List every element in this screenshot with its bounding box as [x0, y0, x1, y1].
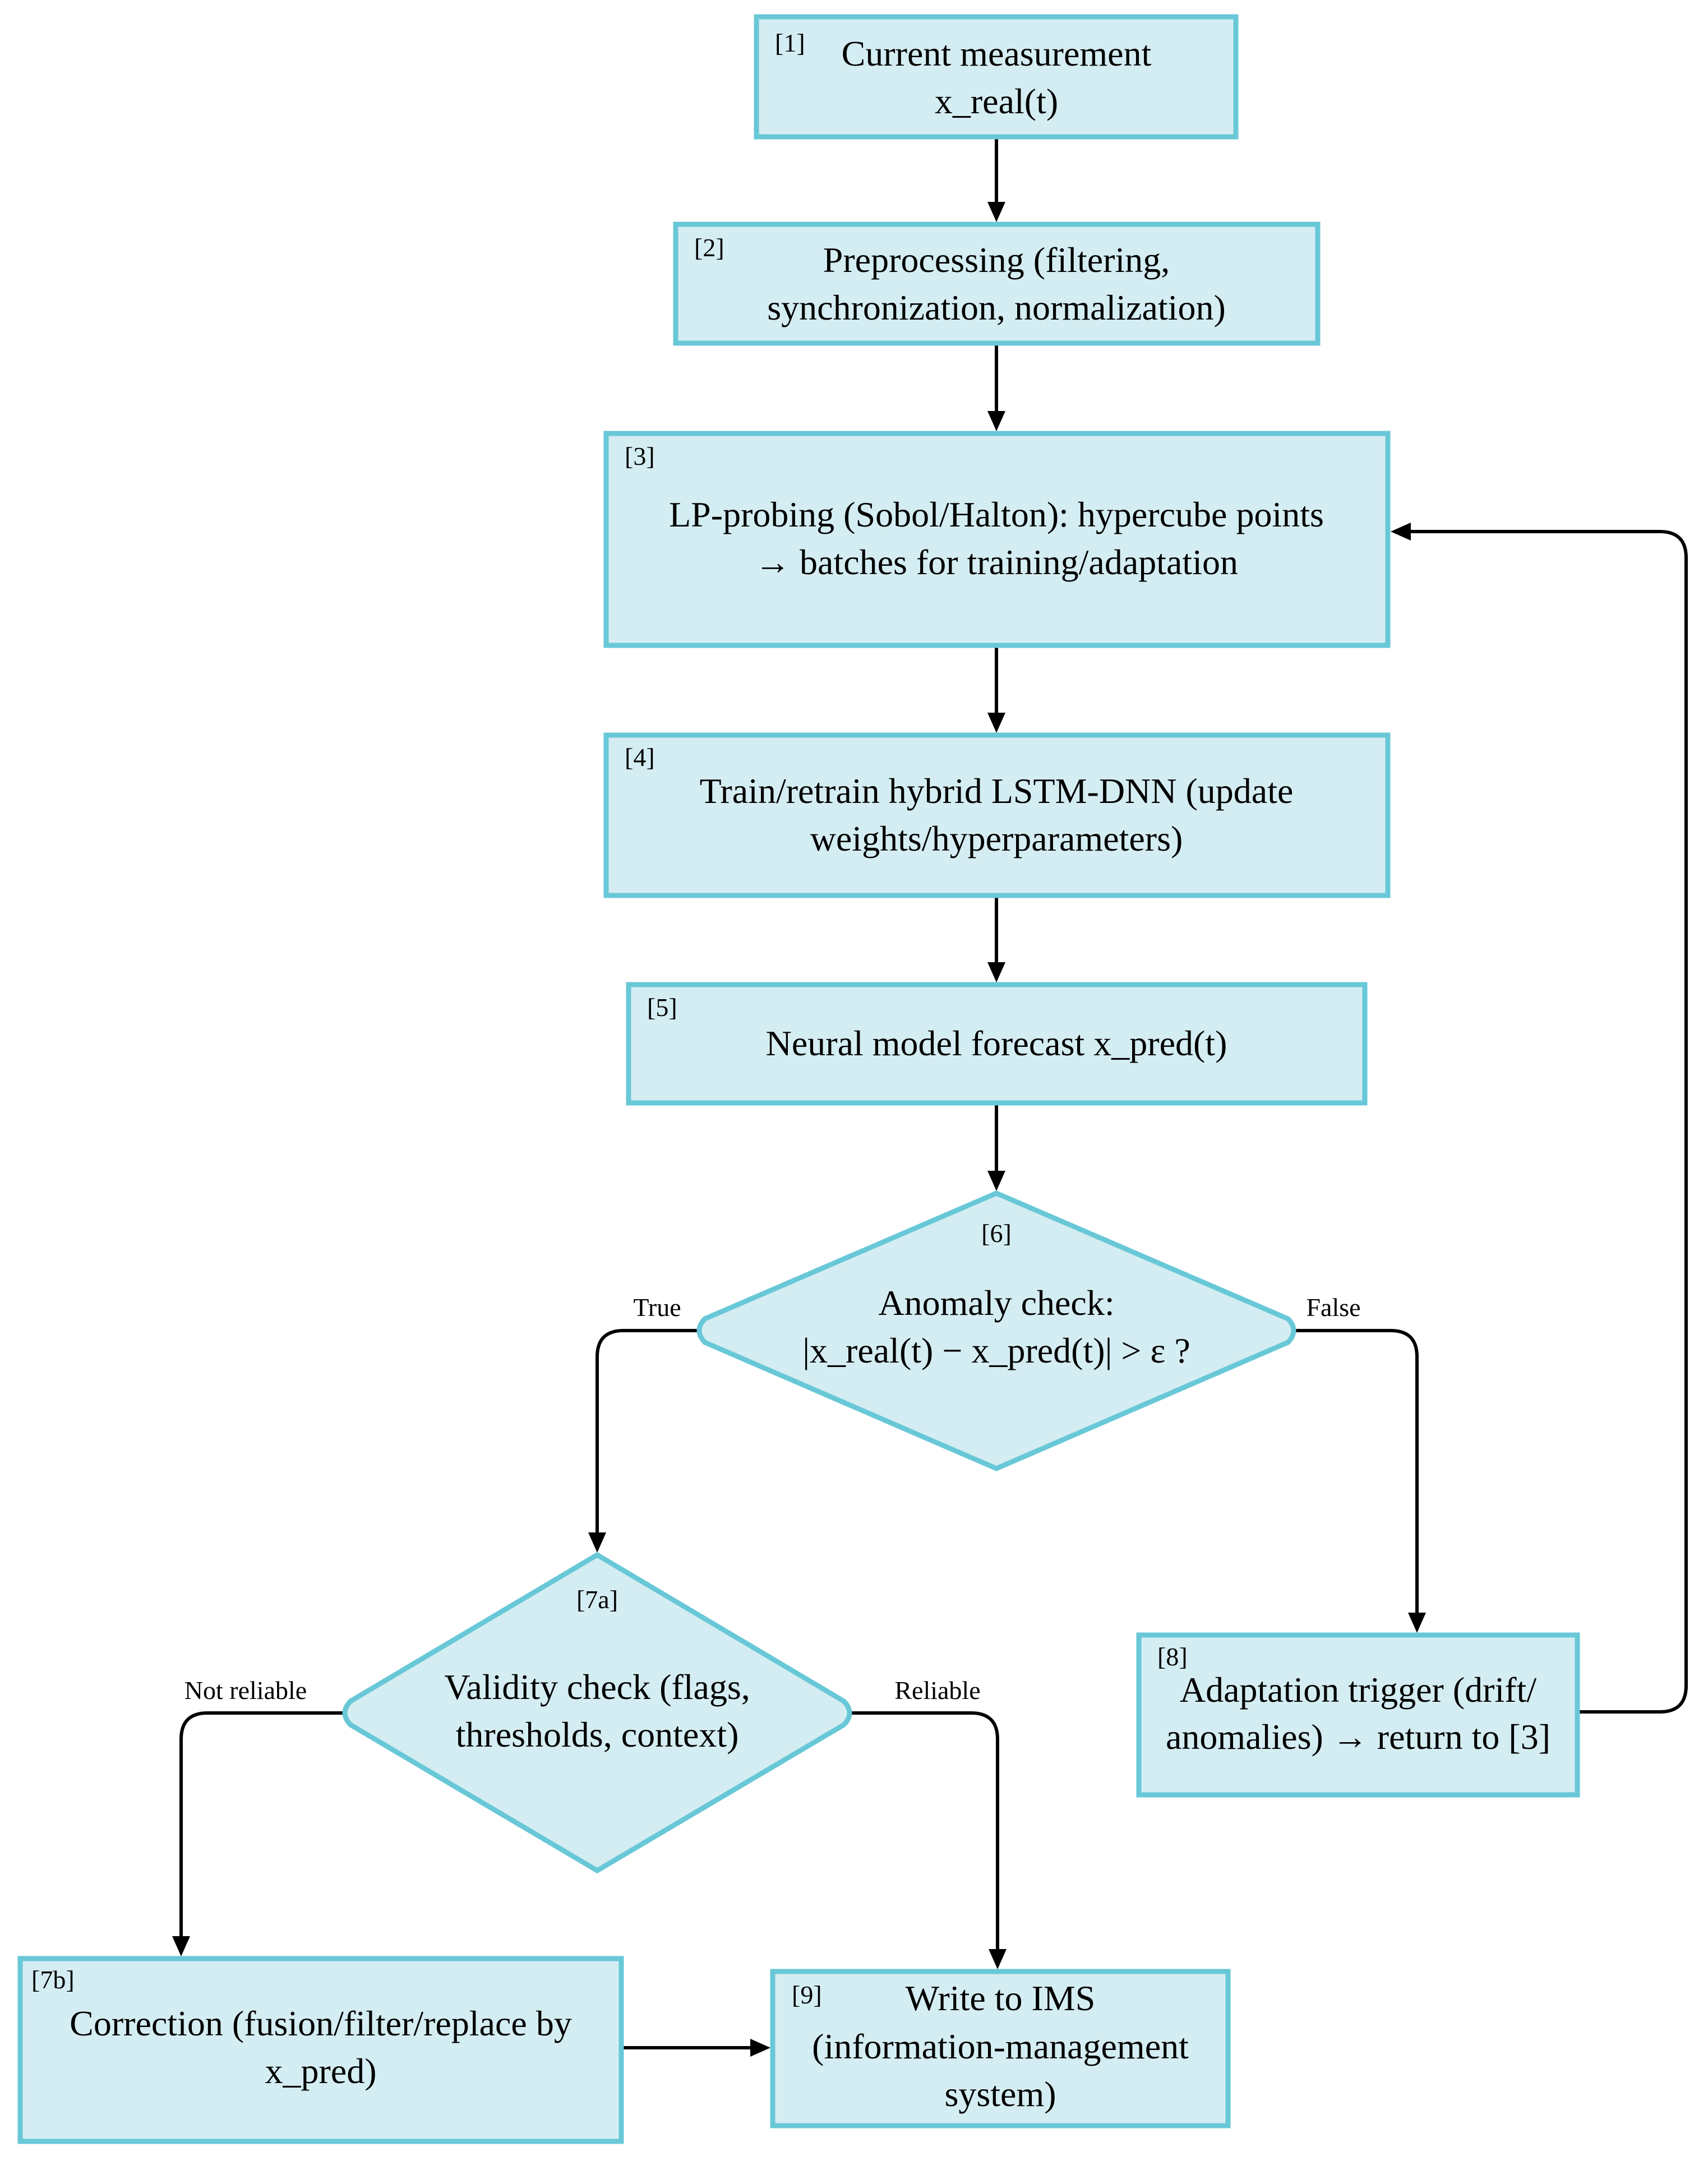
node-4-number: [4] — [625, 743, 655, 772]
node-6-anomaly-check: [6] Anomaly check: |x_real(t) − x_pred(t… — [696, 1190, 1296, 1471]
node-7b-correction: [7b] Correction (fusion/filter/replace b… — [17, 1956, 624, 2144]
node-2-line-2: synchronization, normalization) — [767, 288, 1226, 327]
node-2-box — [673, 221, 1321, 346]
node-1-line-1: Current measurement — [842, 34, 1152, 73]
edge-label-false: False — [1306, 1293, 1360, 1322]
node-7b-box — [17, 1956, 624, 2144]
arrowhead-1-to-2 — [987, 202, 1005, 222]
edge-6-to-7a — [596, 1329, 698, 1534]
node-7a-line-2: thresholds, context) — [456, 1715, 739, 1754]
node-7b-number: [7b] — [31, 1965, 75, 1994]
node-5-line-1: Neural model forecast x_pred(t) — [766, 1023, 1227, 1063]
node-7a-validity-check: [7a] Validity check (flags, thresholds, … — [342, 1552, 852, 1874]
node-4-box — [603, 732, 1391, 898]
node-4-line-1: Train/retrain hybrid LSTM-DNN (update — [700, 771, 1294, 811]
node-1-number: [1] — [775, 29, 805, 57]
edge-7a-to-7b — [179, 1711, 343, 1937]
arrowhead-3-to-4 — [987, 713, 1005, 733]
node-2-number: [2] — [694, 233, 724, 262]
edge-label-true: True — [633, 1293, 681, 1322]
node-9-number: [9] — [792, 1980, 822, 2009]
node-5-number: [5] — [647, 993, 677, 1022]
node-6-line-1: Anomaly check: — [878, 1283, 1114, 1323]
node-9-line-1: Write to IMS — [906, 1978, 1096, 2018]
node-1-current-measurement: [1] Current measurement x_real(t) — [754, 14, 1239, 140]
arrowhead-6-to-7a — [588, 1532, 606, 1553]
node-8-line-2: anomalies) → return to [3] — [1166, 1717, 1550, 1757]
node-3-line-1: LP-probing (Sobol/Halton): hypercube poi… — [669, 495, 1324, 534]
node-7a-number: [7a] — [576, 1585, 618, 1614]
node-8-line-1: Adaptation trigger (drift/ — [1180, 1670, 1536, 1710]
node-7b-line-2: x_pred) — [265, 2051, 376, 2091]
arrowhead-5-to-6 — [987, 1171, 1005, 1191]
node-5-box — [626, 982, 1368, 1106]
node-8-box — [1136, 1632, 1580, 1798]
edges — [172, 137, 1688, 2057]
edge-7a-to-9 — [851, 1711, 999, 1950]
arrowhead-2-to-3 — [987, 411, 1005, 431]
node-6-number: [6] — [981, 1219, 1012, 1248]
node-4-train-retrain: [4] Train/retrain hybrid LSTM-DNN (updat… — [603, 732, 1391, 898]
node-7a-diamond — [342, 1552, 852, 1874]
edge-labels: True False Not reliable Reliable — [184, 1293, 1361, 1705]
node-7a-line-1: Validity check (flags, — [444, 1667, 750, 1707]
edge-6-to-8 — [1295, 1329, 1419, 1614]
node-3-box — [603, 431, 1391, 648]
arrowhead-7b-to-9 — [750, 2039, 770, 2057]
node-8-adaptation-trigger: [8] Adaptation trigger (drift/ anomalies… — [1136, 1632, 1580, 1798]
node-3-number: [3] — [625, 442, 655, 470]
arrowhead-6-to-8 — [1408, 1613, 1426, 1633]
arrowhead-7a-to-7b — [172, 1936, 190, 1956]
arrowhead-7a-to-9 — [989, 1949, 1007, 1969]
node-8-number: [8] — [1157, 1642, 1188, 1671]
arrowhead-4-to-5 — [987, 962, 1005, 982]
node-9-write-to-ims: [9] Write to IMS (information-management… — [770, 1969, 1231, 2128]
node-3-lp-probing: [3] LP-probing (Sobol/Halton): hypercube… — [603, 431, 1391, 648]
node-2-preprocessing: [2] Preprocessing (filtering, synchroniz… — [673, 221, 1321, 346]
node-9-line-3: system) — [944, 2074, 1056, 2114]
node-6-line-2: |x_real(t) − x_pred(t)| > ε ? — [802, 1331, 1190, 1370]
node-1-line-2: x_real(t) — [935, 81, 1058, 121]
node-3-line-2: → batches for training/adaptation — [755, 542, 1238, 582]
node-7b-line-1: Correction (fusion/filter/replace by — [70, 2003, 572, 2043]
node-9-line-2: (information-management — [812, 2026, 1189, 2066]
edge-label-reliable: Reliable — [894, 1676, 980, 1705]
node-4-line-2: weights/hyperparameters) — [810, 819, 1183, 858]
node-9-box — [770, 1969, 1231, 2128]
edge-label-not-reliable: Not reliable — [184, 1676, 307, 1705]
node-6-diamond — [696, 1190, 1296, 1471]
arrowhead-8-to-3 — [1391, 523, 1411, 541]
edge-8-to-3 — [1410, 530, 1688, 1714]
node-2-line-1: Preprocessing (filtering, — [823, 240, 1170, 280]
node-5-forecast: [5] Neural model forecast x_pred(t) — [626, 982, 1368, 1106]
node-1-box — [754, 14, 1239, 140]
